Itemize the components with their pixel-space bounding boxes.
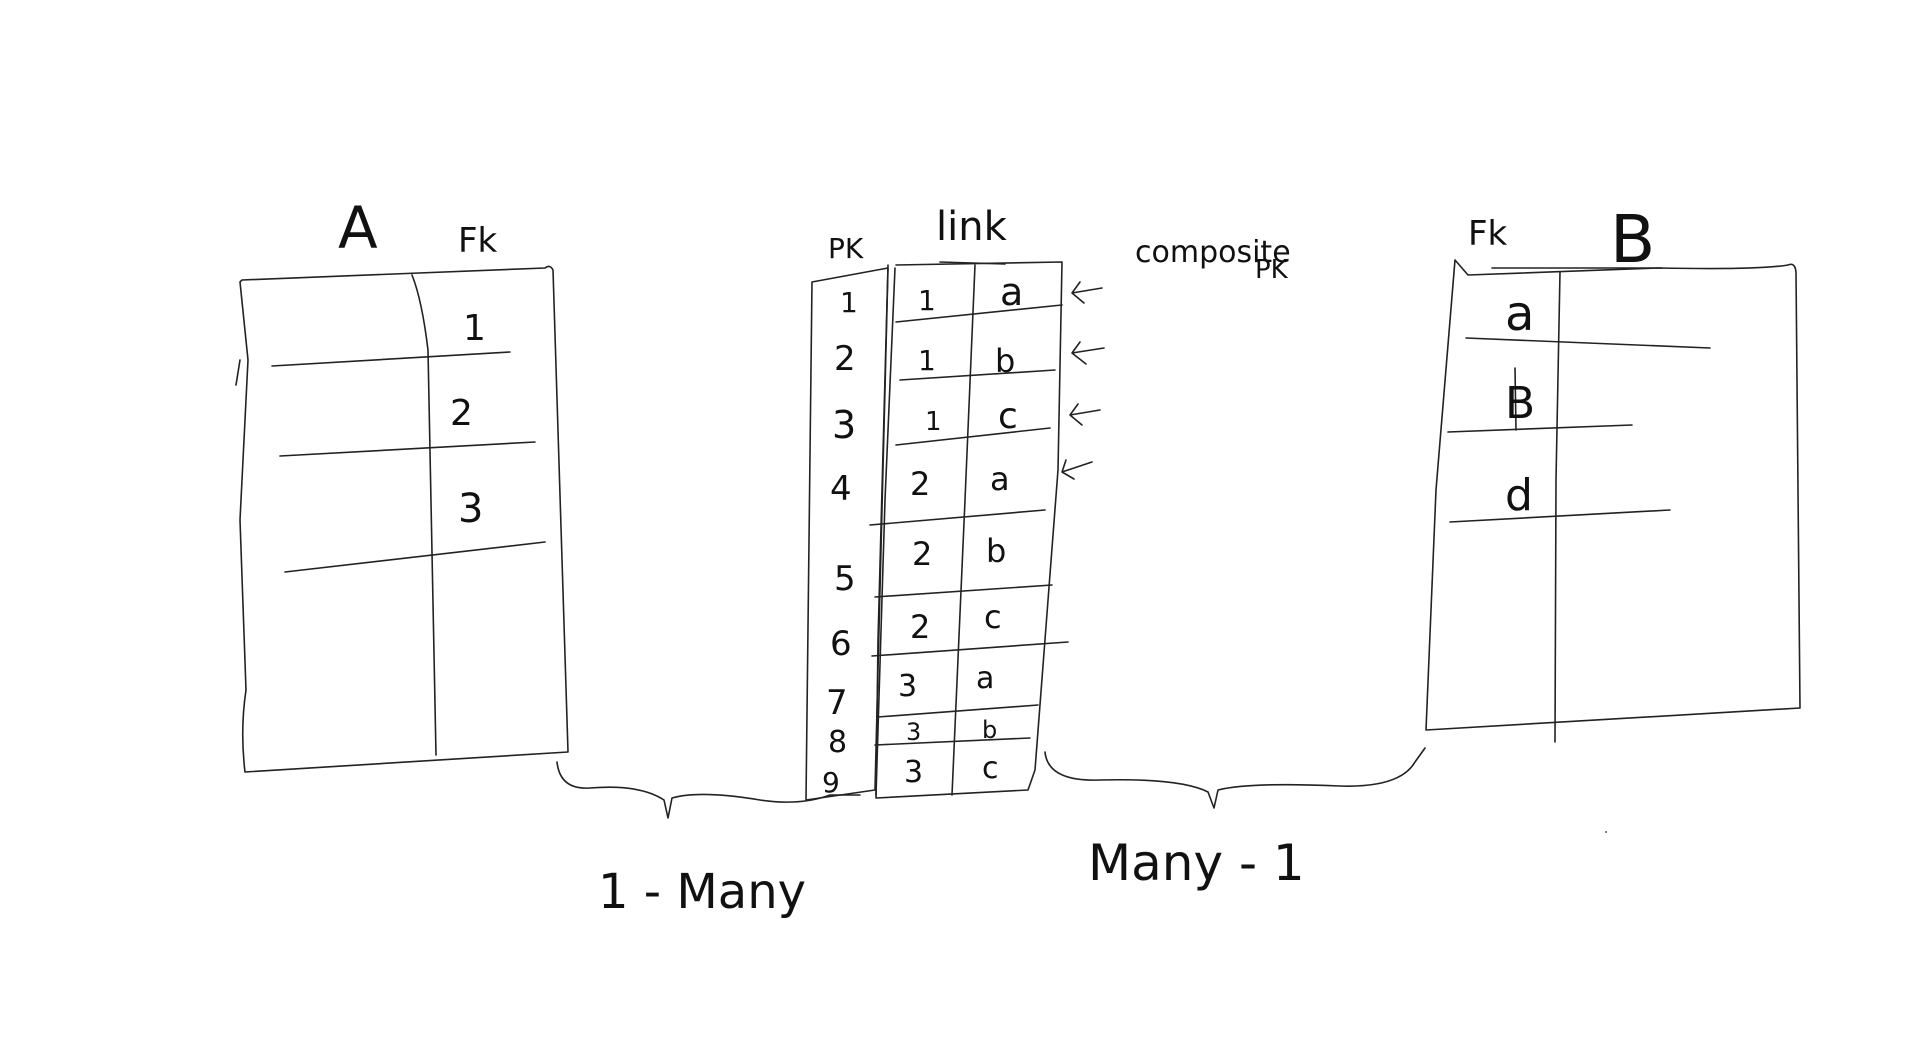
composite-pk-note: composite PK — [1135, 235, 1291, 285]
table-b: B Fk a B d — [1425, 201, 1801, 743]
link-pk-cell: 7 — [826, 683, 848, 723]
link-a-fk-cell: 3 — [904, 755, 923, 790]
table-a-fk-cell: 1 — [463, 308, 486, 349]
link-table: link PK 1 2 3 4 5 6 7 8 9 1 1 1 — [805, 204, 1105, 801]
link-pk-cell: 5 — [834, 559, 856, 599]
link-table-row-line — [874, 737, 1031, 746]
link-table-row-line — [871, 641, 1069, 657]
composite-key-arrow-icon — [1071, 281, 1103, 304]
link-a-fk-cell: 2 — [910, 465, 930, 503]
table-a-outline — [239, 265, 569, 773]
table-a-fk-cell: 2 — [450, 393, 473, 434]
table-a-column-divider — [411, 274, 437, 756]
composite-key-arrow-icon — [1069, 403, 1101, 426]
table-a-row-line — [279, 441, 536, 457]
link-b-fk-cell: b — [982, 716, 997, 744]
composite-pk-line-2: PK — [1255, 255, 1289, 285]
left-brace — [556, 761, 861, 819]
table-b-fk-header: Fk — [1468, 214, 1508, 254]
link-b-fk-cell: c — [998, 396, 1018, 437]
link-a-fk-cell: 3 — [898, 669, 917, 704]
link-b-fk-cell: c — [984, 598, 1002, 636]
link-pk-cell: 8 — [828, 725, 847, 760]
table-b-row-line — [1465, 337, 1711, 349]
link-table-column-divider — [951, 264, 976, 796]
link-pk-cell: 6 — [830, 624, 852, 664]
link-pk-cell: 9 — [822, 766, 840, 799]
table-a-left-tick — [235, 359, 241, 386]
table-b-b-cell-stroke — [1514, 367, 1517, 431]
link-table-pk-column-outline — [805, 267, 889, 801]
link-table-row-line — [895, 427, 1051, 446]
relation-label-right: Many - 1 — [1088, 834, 1305, 892]
table-b-fk-cell: a — [1505, 286, 1534, 342]
table-a-fk-header: Fk — [458, 221, 498, 261]
link-pk-cell: 3 — [832, 403, 856, 447]
link-table-outline — [875, 261, 1063, 799]
link-b-fk-cell: b — [995, 342, 1015, 380]
link-table-column-divider — [875, 267, 896, 796]
link-b-fk-cell: a — [990, 460, 1010, 498]
composite-pk-line-1: composite — [1135, 235, 1291, 270]
table-b-title: B — [1610, 201, 1655, 278]
table-a-title: A — [338, 194, 378, 262]
link-pk-cell: 2 — [834, 339, 856, 379]
link-table-pk-header: PK — [828, 232, 864, 265]
link-pk-cell: 1 — [840, 286, 858, 319]
table-a-row-line — [284, 541, 546, 573]
table-a-fk-cell: 3 — [458, 486, 483, 532]
table-b-outline — [1425, 259, 1801, 731]
table-b-row-line — [1447, 424, 1633, 433]
link-a-fk-cell: 2 — [910, 608, 930, 646]
link-table-row-line — [895, 304, 1063, 323]
composite-key-arrow-icon — [1071, 341, 1105, 365]
link-b-fk-cell: c — [982, 751, 999, 786]
link-a-fk-cell: 1 — [918, 344, 936, 377]
relation-label-left: 1 - Many — [598, 864, 806, 920]
stray-dot — [1605, 831, 1607, 833]
table-b-row-line — [1449, 509, 1671, 523]
table-b-fk-cell: d — [1505, 470, 1533, 521]
table-a: A Fk 1 2 3 — [235, 194, 569, 773]
link-a-fk-cell: 1 — [918, 284, 936, 317]
link-table-row-line — [874, 584, 1053, 598]
link-table-row-line — [899, 369, 1056, 381]
link-b-fk-cell: a — [976, 661, 994, 696]
link-pk-cell: 4 — [830, 469, 852, 509]
link-table-title: link — [936, 204, 1008, 250]
link-a-fk-cell: 3 — [906, 718, 921, 746]
right-brace — [1044, 747, 1426, 809]
link-table-row-line — [877, 704, 1039, 718]
link-b-fk-cell: a — [1000, 270, 1023, 314]
link-a-fk-cell: 2 — [912, 535, 932, 573]
link-a-fk-cell: 1 — [925, 407, 942, 437]
link-b-fk-cell: b — [986, 532, 1006, 570]
link-table-header-tick — [939, 261, 1006, 265]
table-b-fk-cell: B — [1505, 378, 1535, 429]
link-table-row-line — [869, 509, 1046, 526]
table-a-row-line — [271, 351, 511, 367]
composite-key-arrow-icon — [1061, 459, 1093, 480]
